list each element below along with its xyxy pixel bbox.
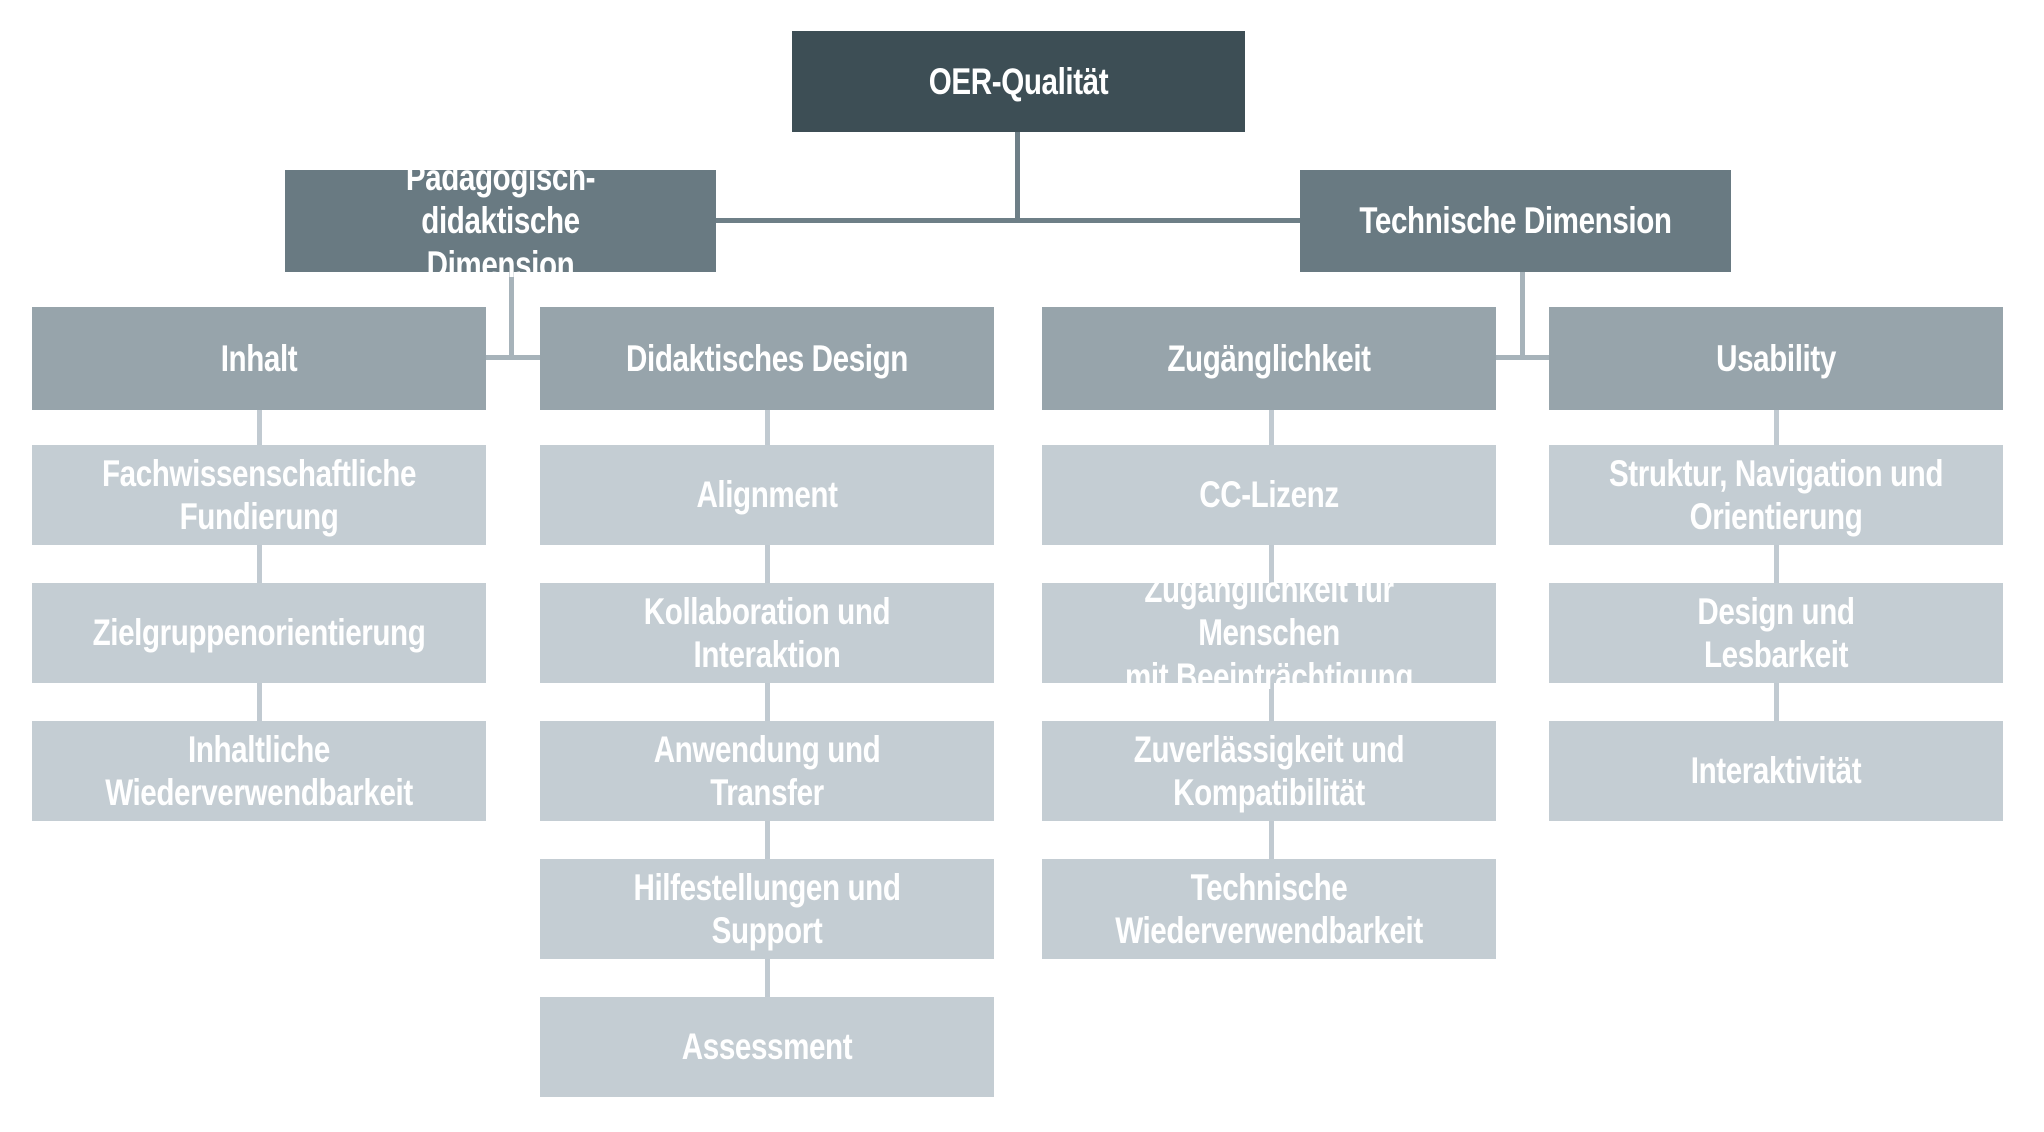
node-paedagogisch-didaktische-dimension-label: Pädagogisch-didaktische Dimension <box>405 157 596 285</box>
node-zugaenglichkeit: Zugänglichkeit <box>1042 307 1496 410</box>
connector-col2-item2 <box>765 683 770 721</box>
node-kollaboration-und-interaktion: Kollaboration und Interaktion <box>540 583 994 683</box>
node-zugaenglichkeit-fuer-menschen-label: Zugänglichkeit für Menschen mit Beeinträ… <box>1124 569 1414 697</box>
node-design-und-lesbarkeit: Design und Lesbarkeit <box>1549 583 2003 683</box>
connector-stub-left <box>484 355 540 360</box>
connector-root-vertical <box>1015 132 1020 223</box>
node-interaktivitaet: Interaktivität <box>1549 721 2003 821</box>
connector-col1-header <box>257 410 262 445</box>
node-inhaltliche-wiederverwendbarkeit-label: Inhaltliche Wiederverwendbarkeit <box>105 728 413 813</box>
node-zuverlaessigkeit-und-kompatibilitaet-label: Zuverlässigkeit und Kompatibilität <box>1133 728 1405 813</box>
node-hilfestellungen-und-support: Hilfestellungen und Support <box>540 859 994 959</box>
node-design-und-lesbarkeit-label: Design und Lesbarkeit <box>1697 590 1855 675</box>
node-alignment-label: Alignment <box>696 474 838 516</box>
connector-dimensions-horizontal <box>716 218 1300 223</box>
node-zugaenglichkeit-fuer-menschen: Zugänglichkeit für Menschen mit Beeinträ… <box>1042 569 1496 697</box>
node-kollaboration-und-interaktion-label: Kollaboration und Interaktion <box>643 590 891 675</box>
node-cc-lizenz-label: CC-Lizenz <box>1199 474 1339 516</box>
node-struktur-navigation-orientierung: Struktur, Navigation und Orientierung <box>1549 445 2003 545</box>
node-didaktisches-design: Didaktisches Design <box>540 307 994 410</box>
connector-col1-item1 <box>257 545 262 583</box>
connector-col3-header <box>1269 410 1274 445</box>
node-oer-qualitaet-label: OER-Qualität <box>928 60 1109 102</box>
connector-col3-item1 <box>1269 545 1274 583</box>
connector-col2-item4 <box>765 959 770 997</box>
connector-col3-item2 <box>1269 683 1274 721</box>
node-struktur-navigation-orientierung-label: Struktur, Navigation und Orientierung <box>1608 452 1944 537</box>
connector-col2-header <box>765 410 770 445</box>
node-zielgruppenorientierung-label: Zielgruppenorientierung <box>92 612 426 654</box>
node-didaktisches-design-label: Didaktisches Design <box>626 337 908 379</box>
node-assessment-label: Assessment <box>681 1026 853 1068</box>
node-oer-qualitaet: OER-Qualität <box>792 31 1245 132</box>
connector-dimension-right-vertical <box>1520 272 1525 360</box>
node-zielgruppenorientierung: Zielgruppenorientierung <box>32 583 486 683</box>
node-alignment: Alignment <box>540 445 994 545</box>
node-usability: Usability <box>1549 307 2003 410</box>
connector-col4-header <box>1774 410 1779 445</box>
connector-col4-item1 <box>1774 545 1779 583</box>
connector-col3-item3 <box>1269 821 1274 859</box>
node-technische-wiederverwendbarkeit-label: Technische Wiederverwendbarkeit <box>1115 866 1423 951</box>
connector-col4-item2 <box>1774 683 1779 721</box>
node-zugaenglichkeit-label: Zugänglichkeit <box>1167 337 1371 379</box>
connector-col1-item2 <box>257 683 262 721</box>
node-interaktivitaet-label: Interaktivität <box>1690 750 1862 792</box>
node-zuverlaessigkeit-und-kompatibilitaet: Zuverlässigkeit und Kompatibilität <box>1042 721 1496 821</box>
node-inhaltliche-wiederverwendbarkeit: Inhaltliche Wiederverwendbarkeit <box>32 721 486 821</box>
connector-col2-item1 <box>765 545 770 583</box>
node-hilfestellungen-und-support-label: Hilfestellungen und Support <box>633 866 901 951</box>
node-cc-lizenz: CC-Lizenz <box>1042 445 1496 545</box>
node-fachwissenschaftliche-fundierung-label: Fachwissenschaftliche Fundierung <box>101 452 417 537</box>
node-anwendung-und-transfer: Anwendung und Transfer <box>540 721 994 821</box>
node-technische-dimension: Technische Dimension <box>1300 170 1731 272</box>
node-inhalt: Inhalt <box>32 307 486 410</box>
node-anwendung-und-transfer-label: Anwendung und Transfer <box>653 728 881 813</box>
connector-dimension-left-vertical <box>509 272 514 360</box>
node-technische-wiederverwendbarkeit: Technische Wiederverwendbarkeit <box>1042 859 1496 959</box>
connector-stub-right <box>1496 355 1549 360</box>
node-fachwissenschaftliche-fundierung: Fachwissenschaftliche Fundierung <box>32 445 486 545</box>
node-paedagogisch-didaktische-dimension: Pädagogisch-didaktische Dimension <box>285 157 716 285</box>
connector-col2-item3 <box>765 821 770 859</box>
node-usability-label: Usability <box>1716 337 1836 379</box>
node-inhalt-label: Inhalt <box>220 337 298 379</box>
node-technische-dimension-label: Technische Dimension <box>1359 200 1672 242</box>
node-assessment: Assessment <box>540 997 994 1097</box>
